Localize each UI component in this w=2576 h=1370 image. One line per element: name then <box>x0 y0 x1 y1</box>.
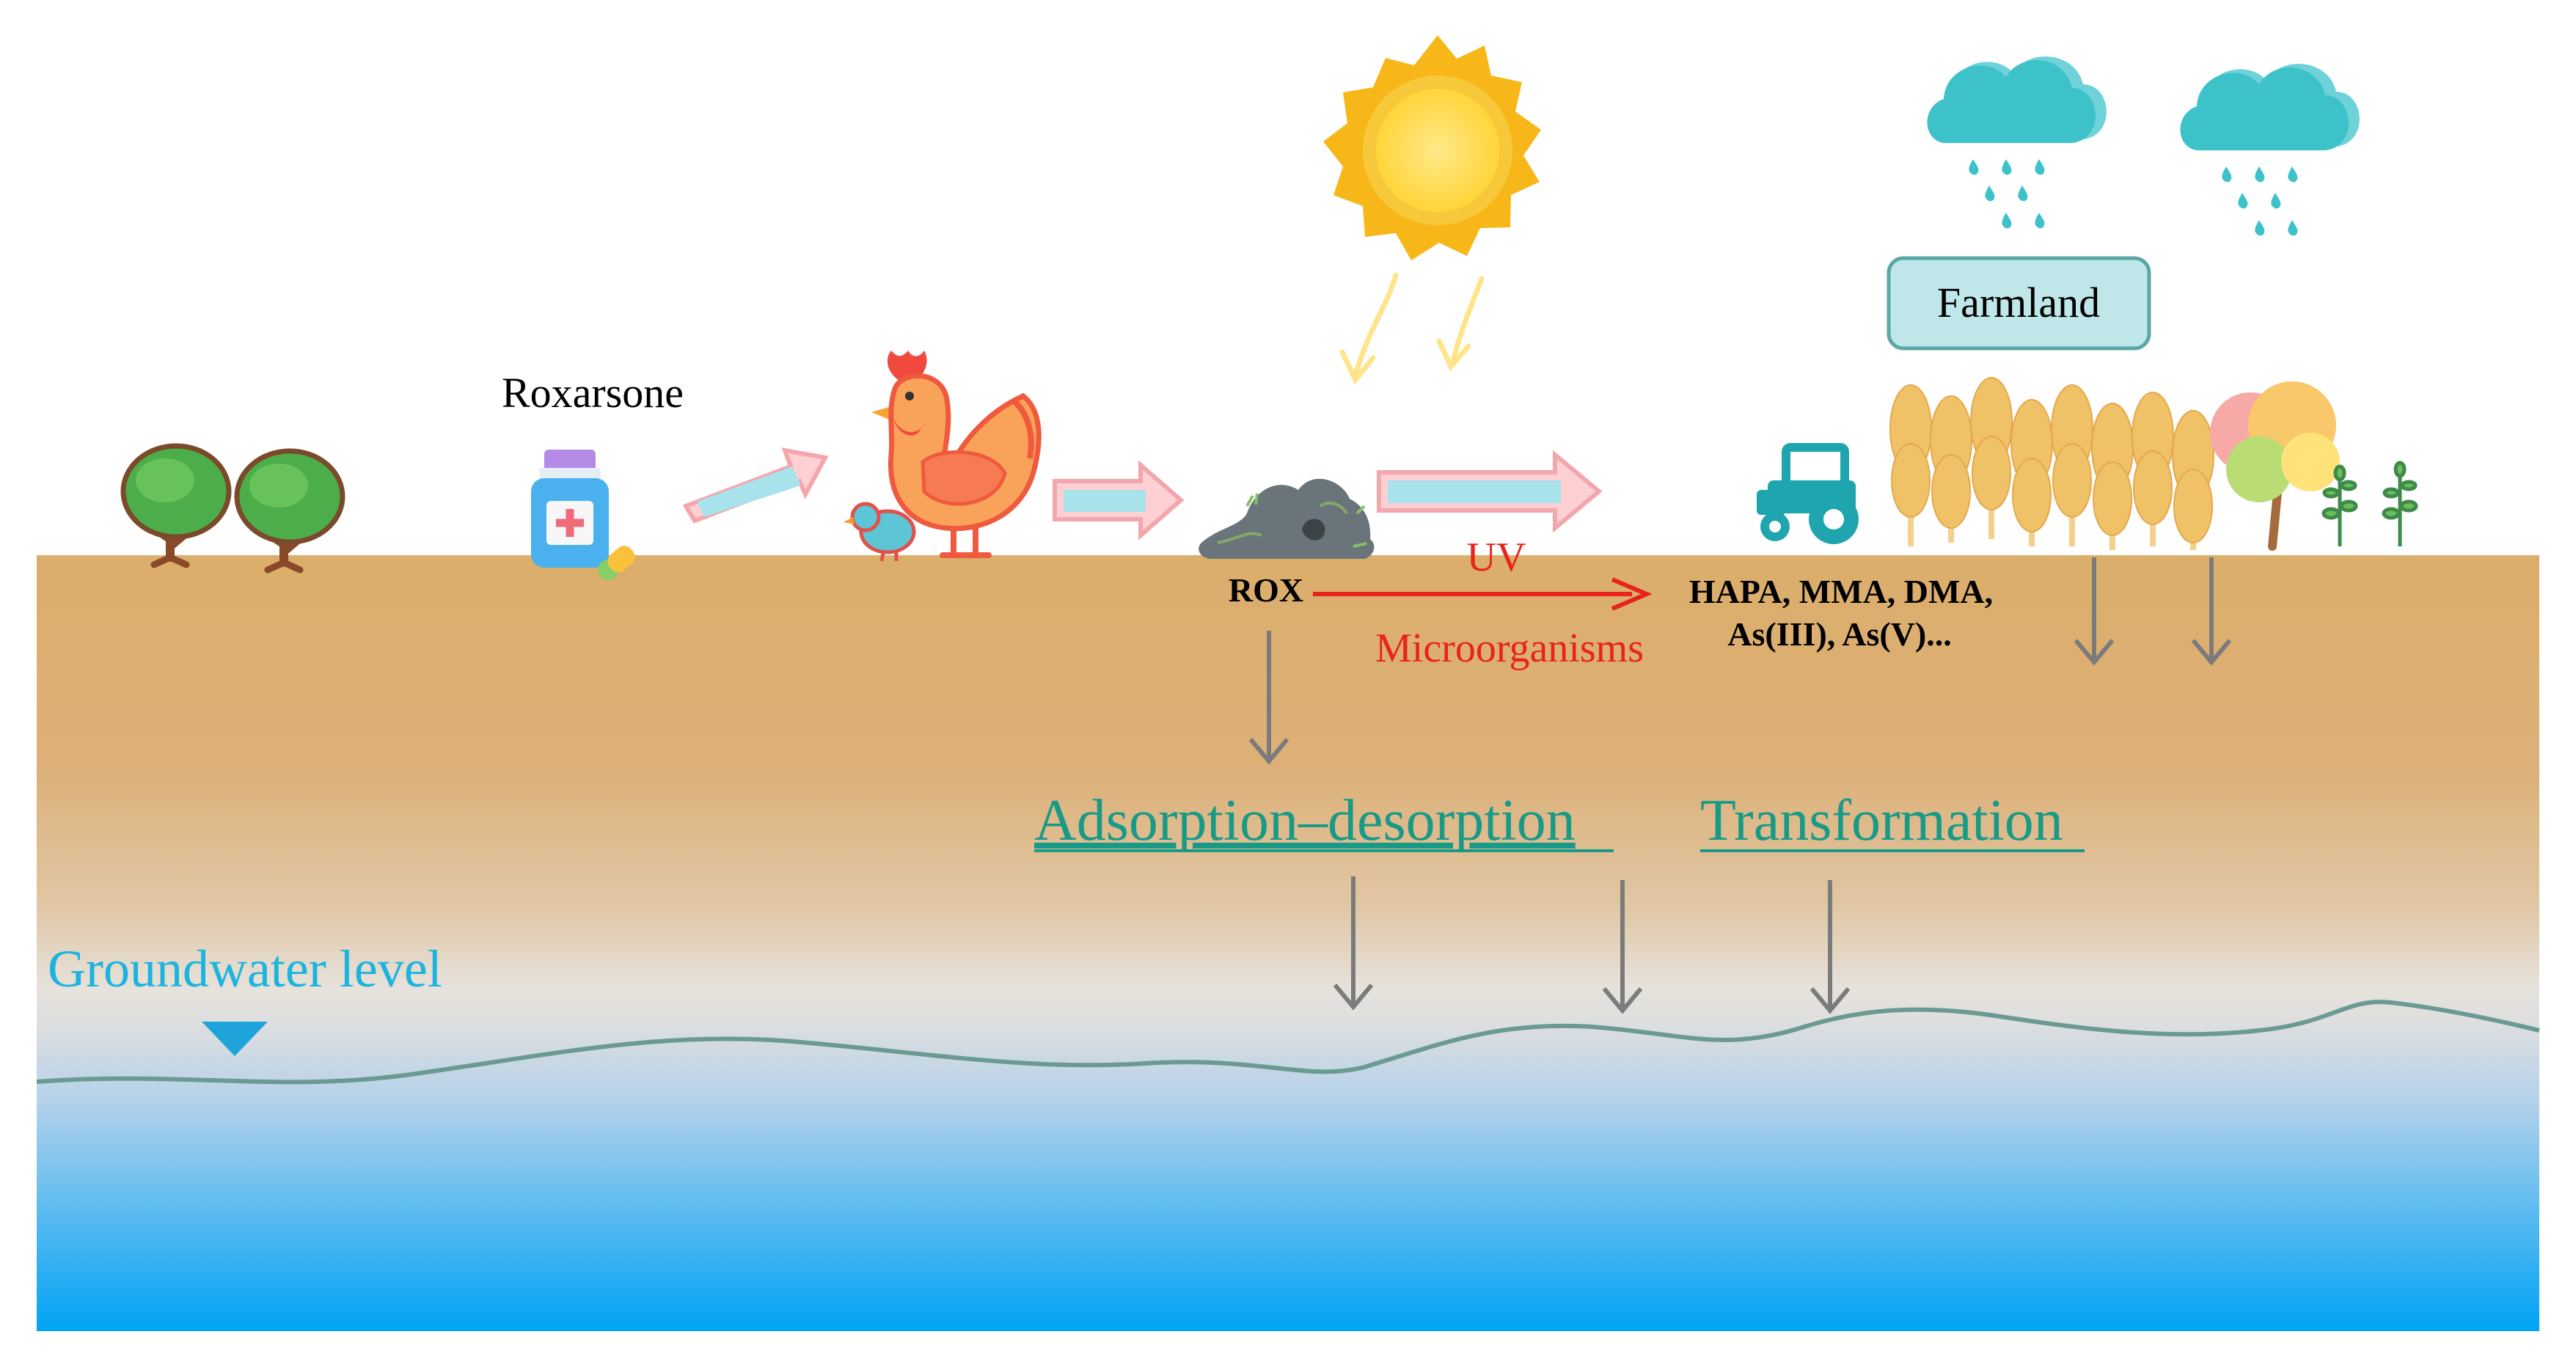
tree-icon <box>120 443 232 568</box>
rain-cloud-icon <box>2180 64 2360 236</box>
down-arrow <box>1333 876 1374 1011</box>
farmland-box: Farmland <box>1887 256 2151 351</box>
arrow-hen-to-manure <box>1053 460 1185 541</box>
products-line1: HAPA, MMA, DMA, <box>1689 573 1993 610</box>
adsorption-desorption-label: Adsorption–desorption <box>1034 788 1576 853</box>
roxarsone-label: Roxarsone <box>502 369 684 417</box>
arrow-bottle-to-hen <box>682 447 829 524</box>
tree-icon <box>234 448 345 574</box>
down-arrow <box>1602 880 1643 1014</box>
water-level-marker-icon <box>202 1022 268 1056</box>
pill-icon <box>598 546 635 580</box>
soil-groundwater-block <box>36 555 2540 1331</box>
farmland-label: Farmland <box>1937 279 2100 326</box>
down-arrow <box>1248 631 1289 765</box>
down-arrow <box>2191 557 2232 666</box>
groundwater-wave <box>36 1000 2540 1085</box>
sunlight-rays <box>1339 272 1485 385</box>
soil-profile <box>37 555 2539 1331</box>
sprout-icon <box>2382 461 2418 546</box>
sun-icon <box>1323 35 1541 260</box>
down-arrow <box>2074 557 2115 666</box>
sprout-icon <box>2321 464 2358 546</box>
medicine-bottle-icon <box>531 450 609 568</box>
rox-label: ROX <box>1229 571 1303 609</box>
microorganisms-label: Microorganisms <box>1375 626 1644 671</box>
leaching-arrows <box>1248 557 2232 1014</box>
groundwater-level-label: Groundwater level <box>48 939 442 998</box>
transformation-label: Transformation <box>1700 788 2063 853</box>
arrow-manure-to-farmland <box>1377 450 1603 533</box>
tractor-icon <box>1757 443 1859 544</box>
reaction-arrow <box>1313 577 1653 611</box>
down-arrow <box>1810 880 1851 1014</box>
uv-label: UV <box>1467 535 1526 580</box>
wheat-icon <box>1889 377 2214 550</box>
products-line2: As(III), As(V)... <box>1727 615 1951 653</box>
hen-icon <box>871 351 1042 558</box>
manure-pile-icon <box>1199 478 1375 559</box>
rain-cloud-icon <box>1927 56 2107 229</box>
autumn-tree-icon <box>2210 381 2340 551</box>
chick-icon <box>844 502 916 562</box>
